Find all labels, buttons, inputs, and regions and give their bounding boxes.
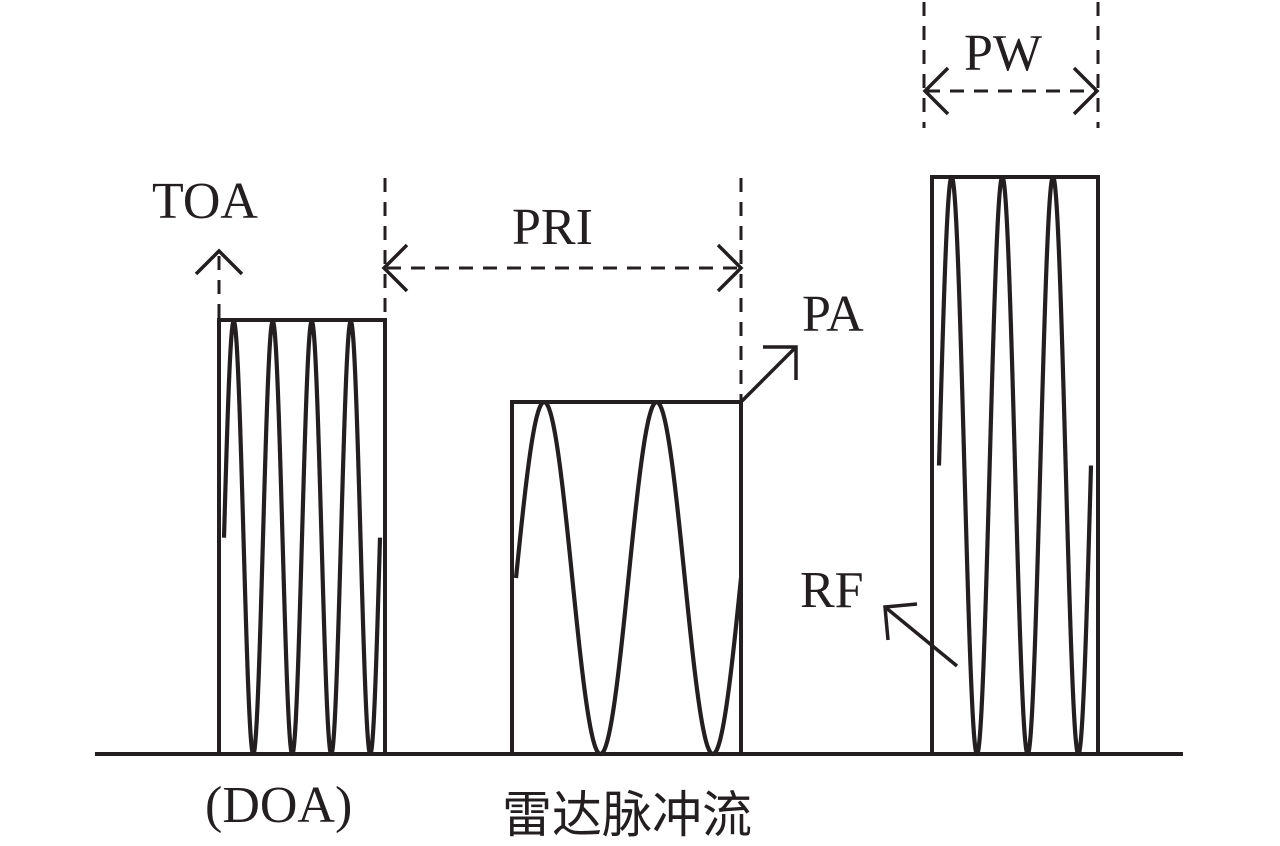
toa-arrowhead-icon: [194, 248, 244, 276]
pulse-2: [510, 399, 744, 757]
pulse-1: [217, 318, 387, 757]
pw-left-arrowhead-icon: [922, 66, 950, 116]
diagram-caption: 雷达脉冲流: [502, 786, 752, 844]
pa-arrowhead-icon: [763, 345, 798, 380]
pw-right-arrowhead-icon: [1072, 66, 1100, 116]
pulse-1-envelope: [217, 318, 387, 754]
pulse-2-rf-waveform: [513, 399, 744, 757]
rf-arrowhead-icon: [883, 602, 918, 641]
rf-arrow-shaft: [883, 605, 959, 668]
pw-annotation: PW: [922, 2, 1100, 128]
rf-label: RF: [800, 562, 864, 619]
pa-annotation: PA: [740, 286, 864, 403]
toa-label: TOA: [152, 173, 258, 230]
pw-label: PW: [964, 25, 1042, 82]
pri-label: PRI: [512, 199, 593, 256]
pa-arrow-shaft: [740, 345, 798, 403]
pri-left-arrowhead-icon: [381, 243, 409, 293]
toa-annotation: TOA: [152, 173, 258, 318]
pulse-3-envelope: [930, 175, 1100, 754]
doa-label: (DOA): [205, 777, 352, 834]
pulse-1-rf-waveform: [221, 319, 383, 757]
rf-annotation: RF: [800, 562, 959, 668]
pulse-3: [930, 174, 1100, 757]
pulse-3-rf-waveform: [936, 174, 1094, 757]
pulse-2-envelope: [510, 400, 743, 754]
pri-annotation: PRI: [381, 178, 744, 400]
pri-right-arrowhead-icon: [716, 243, 744, 293]
pa-label: PA: [802, 286, 864, 343]
